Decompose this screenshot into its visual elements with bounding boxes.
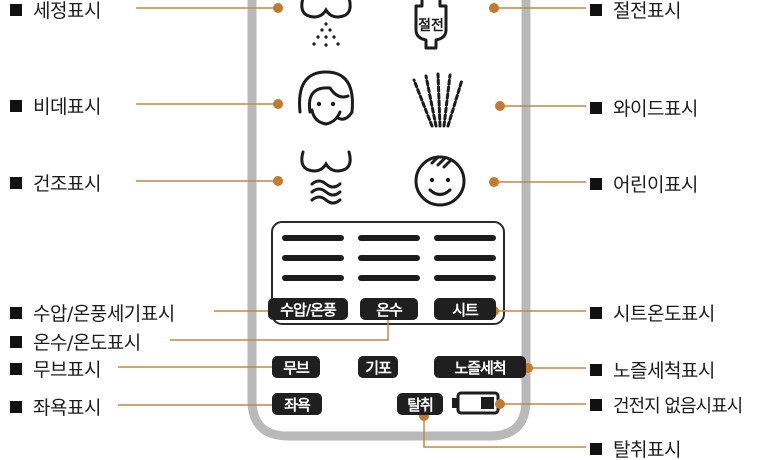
leader-deodor: [423, 415, 586, 448]
dot-battery: [495, 399, 505, 409]
nozzle-badge: 노즐세척: [434, 356, 526, 378]
dry-icon: [300, 150, 352, 205]
label-wide: 와이드표시: [590, 94, 698, 121]
label-wide-text: 와이드표시: [613, 98, 698, 120]
leader-water-temp: [170, 313, 389, 341]
label-child: 어린이표시: [590, 170, 698, 197]
dot-wide: [495, 101, 505, 111]
level-bar: [282, 255, 344, 261]
seat-badge: 시트: [434, 298, 496, 320]
power-save-icon-text: 절전: [418, 17, 444, 34]
label-power-save-text: 절전표시: [613, 0, 681, 22]
level-bar: [358, 255, 420, 261]
label-pressure-text: 수압/온풍세기표시: [33, 303, 175, 325]
label-pressure: 수압/온풍세기표시: [10, 299, 175, 326]
move-badge: 무브: [272, 356, 320, 378]
level-bars: [282, 235, 496, 281]
level-bar: [434, 235, 496, 241]
bullet-square: [10, 3, 22, 16]
label-wash-text: 세정표시: [33, 0, 101, 22]
level-bar: [434, 255, 496, 261]
label-seat-temp-text: 시트온도표시: [613, 303, 715, 325]
dot-power-save: [489, 3, 499, 13]
power-save-icon: [414, 0, 448, 50]
bullet-square: [590, 101, 602, 114]
dot-child: [489, 177, 499, 187]
water-temp-badge: 온수: [360, 298, 418, 320]
label-seat-bath-text: 좌욕표시: [33, 397, 101, 419]
label-dry-text: 건조표시: [33, 173, 101, 195]
label-child-text: 어린이표시: [613, 174, 698, 196]
dot-wash: [273, 3, 283, 13]
label-water-temp-text: 온수/온도표시: [33, 332, 141, 354]
dot-bidet: [273, 99, 283, 109]
level-bar: [282, 275, 344, 281]
level-bar: [282, 235, 344, 241]
bullet-square: [590, 177, 602, 190]
bidet-icon: [298, 70, 354, 126]
bullet-square: [590, 442, 602, 455]
label-bidet: 비데표시: [10, 92, 101, 119]
bullet-square: [590, 363, 602, 376]
level-bar: [358, 275, 420, 281]
bullet-square: [10, 99, 22, 112]
bullet-square: [10, 306, 22, 319]
bullet-square: [590, 3, 602, 16]
label-water-temp: 온수/온도표시: [10, 328, 141, 355]
bullet-square: [10, 362, 22, 375]
bubble-badge: 기포: [358, 356, 398, 378]
pressure-badge: 수압/온풍: [268, 298, 348, 320]
dot-dry: [273, 176, 283, 186]
bullet-square: [590, 306, 602, 319]
battery-icon: [452, 391, 500, 415]
level-bar: [434, 275, 496, 281]
leader-lines: [118, 7, 586, 448]
child-icon: [414, 155, 466, 207]
bullet-square: [10, 335, 22, 348]
label-seat-bath: 좌욕표시: [10, 393, 101, 420]
wide-icon: [412, 72, 464, 128]
label-deodor-text: 탈취표시: [613, 439, 681, 460]
label-wash: 세정표시: [10, 0, 101, 23]
label-dry: 건조표시: [10, 169, 101, 196]
label-seat-temp: 시트온도표시: [590, 299, 715, 326]
bullet-square: [10, 176, 22, 189]
wash-icon: [300, 0, 352, 47]
bullet-square: [10, 400, 22, 413]
label-deodor: 탈취표시: [590, 435, 681, 460]
deodor-badge: 탈취: [397, 393, 443, 415]
label-power-save: 절전표시: [590, 0, 681, 23]
bullet-square: [590, 399, 602, 411]
seat-bath-badge: 좌욕: [272, 393, 322, 415]
label-nozzle-text: 노즐세척표시: [613, 360, 715, 382]
level-bar: [358, 235, 420, 241]
remote-outline: [247, 0, 531, 441]
label-move-text: 무브표시: [33, 359, 101, 381]
label-bidet-text: 비데표시: [33, 96, 101, 118]
label-nozzle: 노즐세척표시: [590, 356, 715, 383]
label-move: 무브표시: [10, 355, 101, 382]
label-battery-text: 건전지 없음시표시: [613, 396, 743, 417]
label-battery: 건전지 없음시표시: [590, 392, 743, 418]
